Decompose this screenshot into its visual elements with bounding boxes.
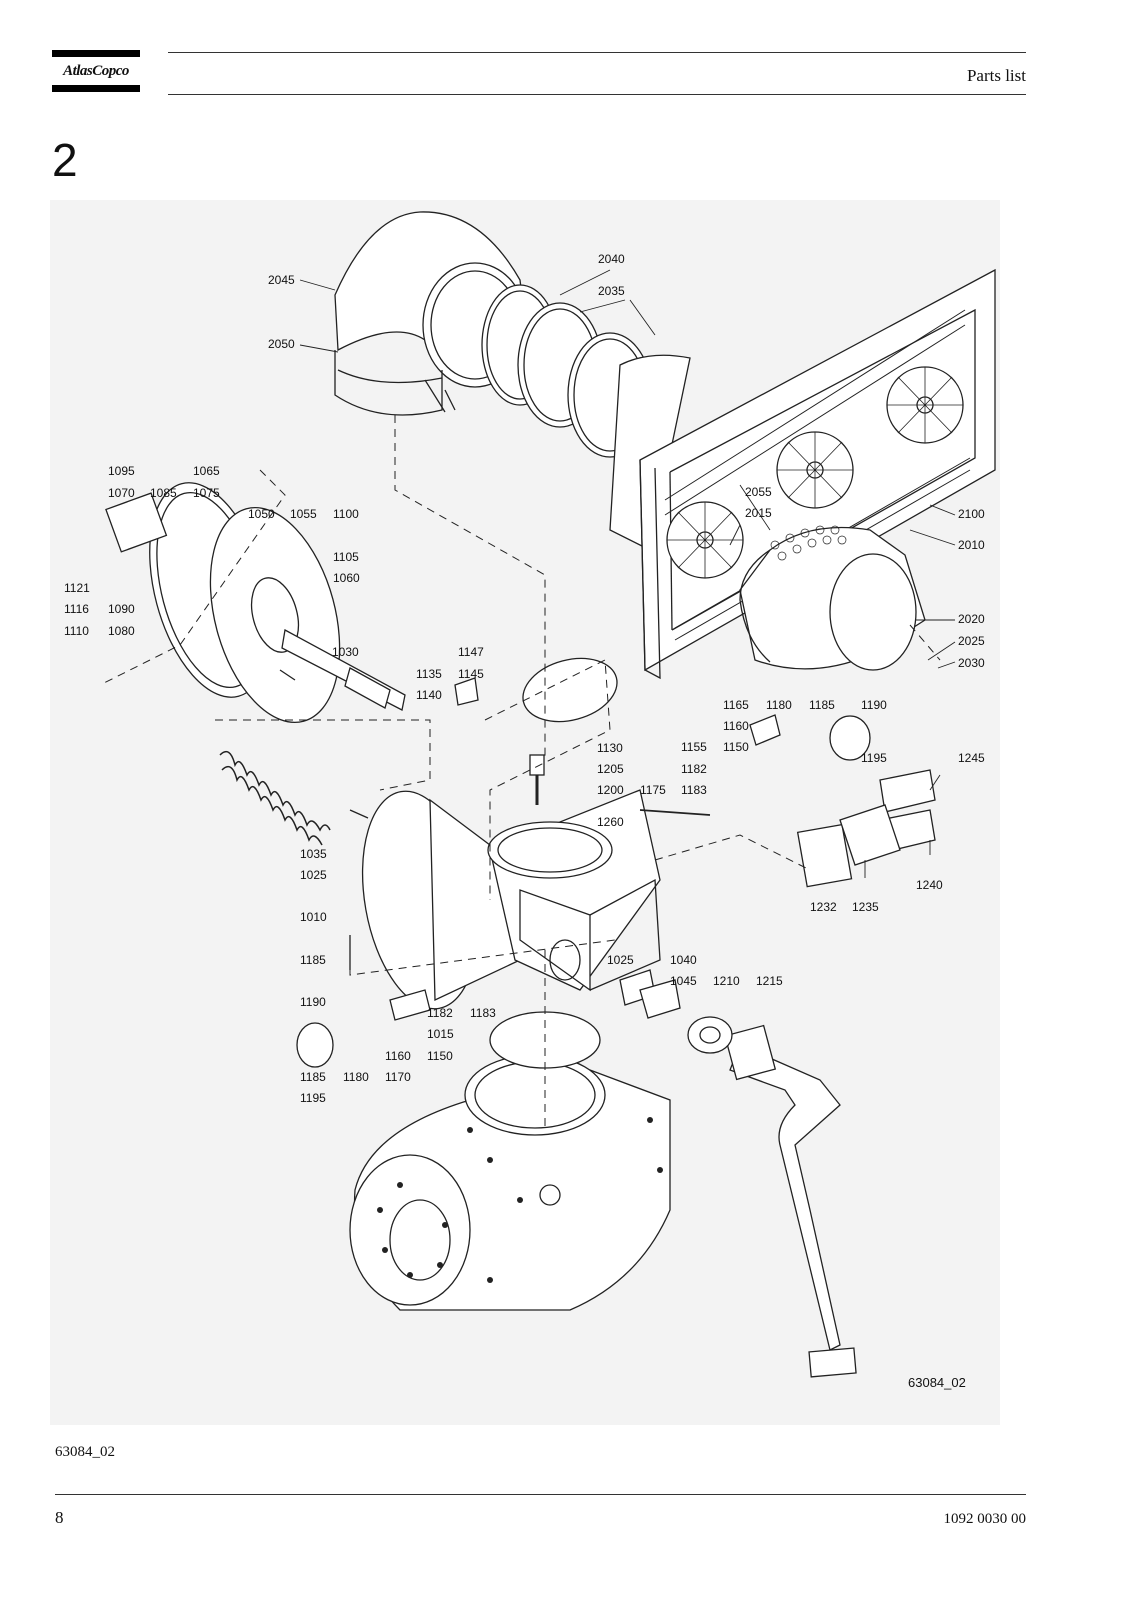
callout: 1025	[607, 953, 634, 967]
callout: 2035	[598, 284, 625, 298]
callout: 1050	[248, 507, 275, 521]
outlet-pipe	[724, 1024, 857, 1378]
callout: 2050	[268, 337, 295, 351]
callout: 2020	[958, 612, 985, 626]
section-number: 2	[52, 134, 78, 186]
callout: 1116	[64, 602, 89, 616]
callout: 1065	[193, 464, 220, 478]
callout: 1095	[108, 464, 135, 478]
callout: 1145	[458, 667, 484, 681]
callout: 1185	[300, 953, 326, 967]
callout: 1121	[64, 581, 90, 595]
exploded-parts-drawing: 2045 2050 2040 2035 1095 1070 1085 1065 …	[50, 200, 1000, 1425]
callout: 1183	[470, 1006, 496, 1020]
callout: 1232	[810, 900, 837, 914]
callout: 2045	[268, 273, 295, 287]
logo-wordmark: AtlasCopco	[63, 63, 129, 79]
header-title: Parts list	[966, 66, 1026, 85]
callout: 1180	[343, 1070, 369, 1084]
callout: 1205	[597, 762, 624, 776]
callout: 1010	[300, 910, 327, 924]
callout: 1180	[766, 698, 792, 712]
callout: 1100	[333, 507, 359, 521]
drawing-svg: 2045 2050 2040 2035 1095 1070 1085 1065 …	[64, 211, 996, 1390]
callout: 1195	[861, 751, 887, 765]
callout: 1260	[597, 815, 624, 829]
footer-rule	[55, 1494, 1026, 1495]
callout: 2030	[958, 656, 985, 670]
callout: 1040	[670, 953, 697, 967]
callout: 1185	[300, 1070, 326, 1084]
callout: 2015	[745, 506, 772, 520]
callout: 2010	[958, 538, 985, 552]
callout: 1070	[108, 486, 135, 500]
header-rule-top	[168, 52, 1026, 53]
callout: 2055	[745, 485, 772, 499]
callout: 1170	[385, 1070, 411, 1084]
callout: 1182	[427, 1006, 453, 1020]
callout: 1190	[861, 698, 887, 712]
callout: 1240	[916, 878, 943, 892]
figure-caption: 63084_02	[55, 1444, 115, 1460]
callout: 1150	[427, 1049, 453, 1063]
callout: 2040	[598, 252, 625, 266]
callout: 1135	[416, 667, 442, 681]
callout: 1080	[108, 624, 135, 638]
callout: 1055	[290, 507, 317, 521]
callout: 1182	[681, 762, 707, 776]
callout: 1130	[597, 741, 623, 755]
callout: 1045	[670, 974, 697, 988]
callout: 2100	[958, 507, 985, 521]
callout: 1160	[385, 1049, 411, 1063]
document-number: 1092 0030 00	[943, 1511, 1027, 1527]
callout: 1215	[756, 974, 783, 988]
callout: 1035	[300, 847, 327, 861]
callout: 1190	[300, 995, 326, 1009]
callout: 1110	[64, 624, 89, 638]
header-rule-bottom	[168, 94, 1026, 95]
callout: 1150	[723, 740, 749, 754]
callout: 1183	[681, 783, 707, 797]
atlas-copco-logo: AtlasCopco	[52, 50, 140, 92]
callout: 1105	[333, 550, 359, 564]
callout: 1185	[809, 698, 835, 712]
callout: 1160	[723, 719, 749, 733]
compressor-element	[349, 1054, 671, 1311]
callout: 1030	[332, 645, 359, 659]
callout: 1210	[713, 974, 740, 988]
callout: 1200	[597, 783, 624, 797]
filter-housing	[609, 268, 996, 680]
callout: 1060	[333, 571, 360, 585]
small-parts	[279, 657, 936, 1069]
page-number: 8	[55, 1508, 64, 1527]
filter-element	[739, 525, 926, 671]
callout: 1165	[723, 698, 749, 712]
logo-bar-top	[52, 50, 140, 57]
logo-bar-bottom	[52, 85, 140, 92]
callout-leaders	[299, 269, 956, 878]
callout: 1025	[300, 868, 327, 882]
callout: 1155	[681, 740, 707, 754]
callout: 1075	[193, 486, 220, 500]
assembly-dashed-lines	[99, 415, 941, 1130]
callout: 1235	[852, 900, 879, 914]
figure-code: 63084_02	[908, 1375, 966, 1390]
callout: 1175	[640, 783, 666, 797]
valve-body	[361, 789, 661, 1010]
callout: 1147	[458, 645, 484, 659]
callout: 1090	[108, 602, 135, 616]
callout: 2025	[958, 634, 985, 648]
spring	[219, 750, 331, 846]
callout: 1140	[416, 688, 442, 702]
callout: 1015	[427, 1027, 454, 1041]
callout-labels: 2045 2050 2040 2035 1095 1070 1085 1065 …	[64, 252, 985, 1390]
callout: 1195	[300, 1091, 326, 1105]
callout: 1085	[150, 486, 177, 500]
callout: 1245	[958, 751, 985, 765]
unloader-cover-assembly	[105, 482, 406, 724]
